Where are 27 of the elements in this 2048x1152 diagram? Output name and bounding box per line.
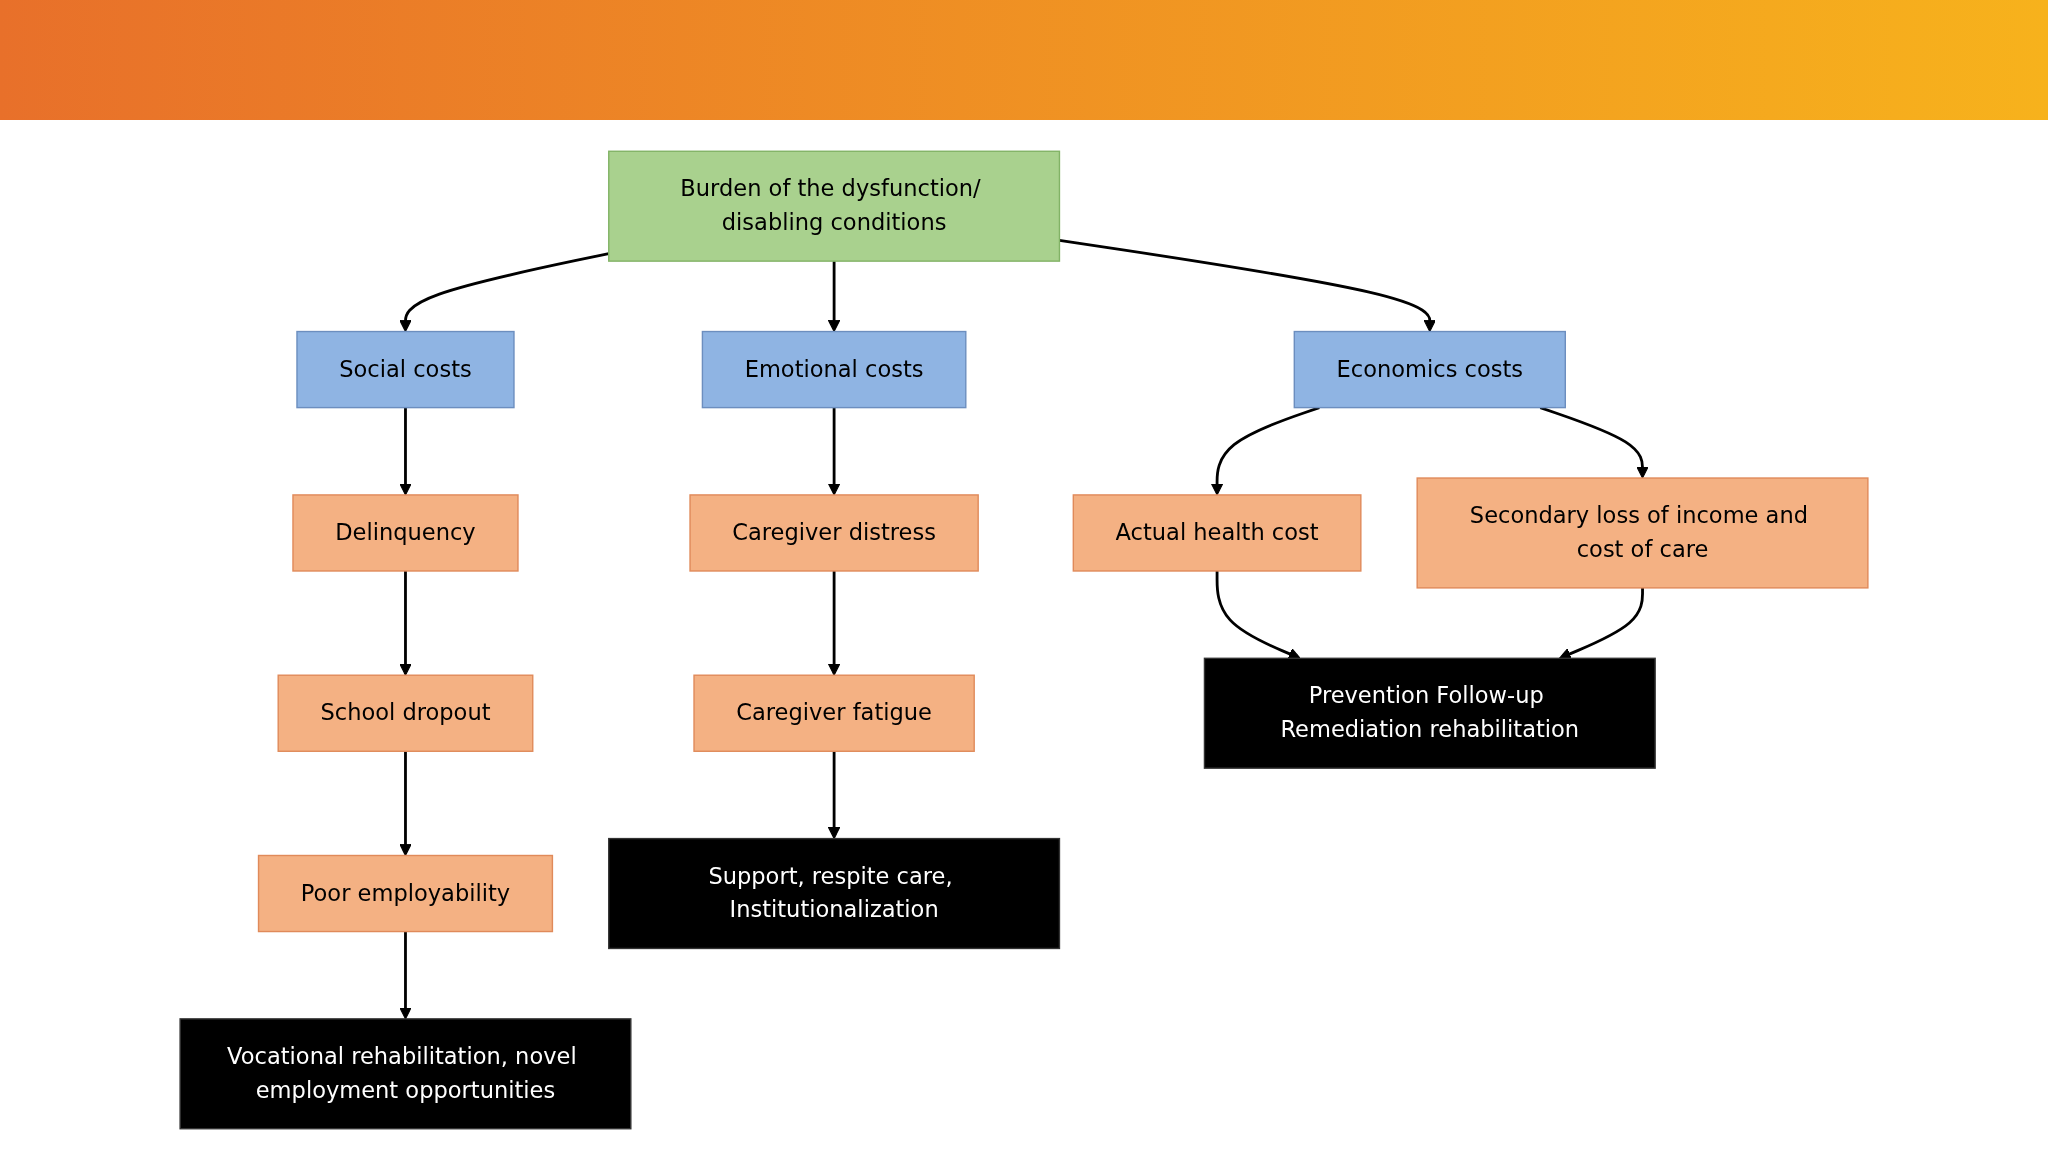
node-box: School dropout: [277, 674, 534, 752]
arrow: [1215, 571, 1301, 660]
arrow: [399, 407, 412, 496]
arrow: [1210, 406, 1320, 496]
node-box: Burden of the dysfunction/ disabling conditions: [608, 150, 1061, 262]
node-box: Social costs: [296, 330, 515, 409]
arrow: [827, 261, 841, 333]
node-box: Emotional costs: [701, 330, 967, 409]
arrow: [827, 407, 841, 496]
node-box: Caregiver distress: [689, 494, 979, 572]
arrow: [1539, 406, 1649, 479]
node-box: Prevention Follow-up Remediation rehabilitation: [1203, 657, 1656, 769]
arrow: [827, 571, 841, 676]
arrow: [1059, 238, 1436, 333]
node-box: Economics costs: [1293, 330, 1566, 409]
node-box: Poor employability: [257, 854, 554, 933]
node-box: Support, respite care, Institutionalization: [608, 837, 1061, 950]
node-box: Delinquency: [292, 494, 519, 572]
node-box: Vocational rehabilitation, novel employment opportunities: [179, 1018, 632, 1130]
arrow: [827, 751, 841, 840]
arrow: [399, 751, 412, 857]
arrow: [399, 931, 412, 1020]
node-box: Secondary loss of income and cost of care: [1416, 477, 1869, 589]
arrow: [399, 571, 412, 676]
node-box: Caregiver fatigue: [693, 674, 975, 752]
node-box: Actual health cost: [1072, 494, 1362, 572]
arrow: [1558, 587, 1644, 660]
